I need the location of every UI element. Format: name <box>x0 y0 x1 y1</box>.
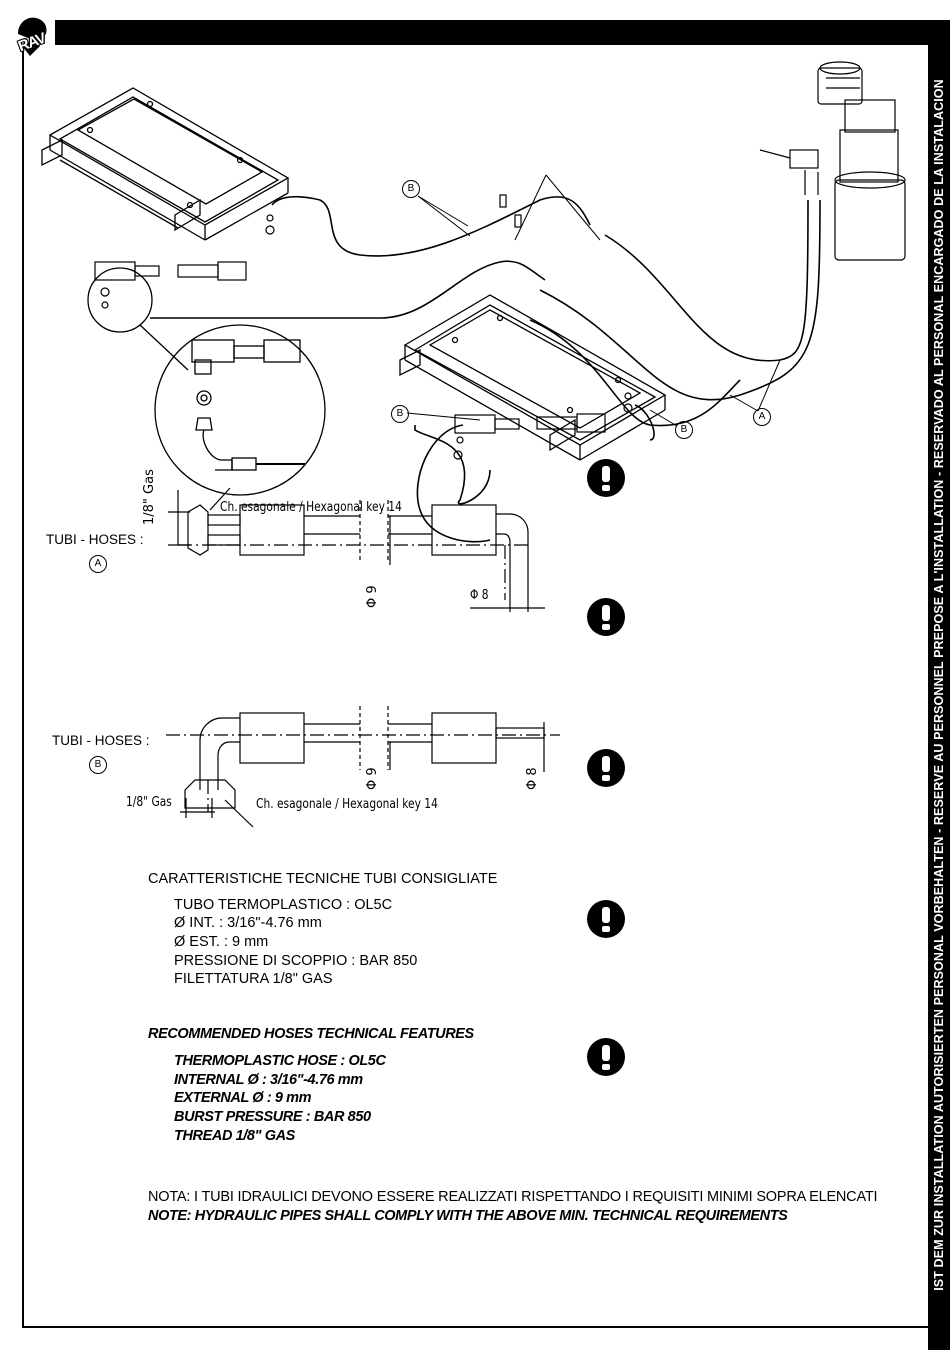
hose-b-letter: B <box>89 756 107 774</box>
frame-left-border <box>22 45 24 1328</box>
sidebar-band: IST DEM ZUR INSTALLATION AUTORISIERTEN P… <box>928 20 950 1350</box>
specs-en-title: RECOMMENDED HOSES TECHNICAL FEATURES <box>148 1026 474 1042</box>
callout-leaders <box>406 174 781 427</box>
hose-a-letter: A <box>89 555 107 573</box>
specs-en-line-4: BURST PRESSURE : BAR 850 <box>174 1109 371 1125</box>
power-unit <box>759 61 906 261</box>
warning-icon-5 <box>587 1038 625 1076</box>
header-bar <box>55 20 928 45</box>
warning-icon-1 <box>587 459 625 497</box>
specs-en-line-2: INTERNAL Ø : 3/16"-4.76 mm <box>174 1072 363 1088</box>
warning-icon-3 <box>587 749 625 787</box>
hose-b-label: TUBI - HOSES : <box>52 733 150 748</box>
callout-b-1: B <box>402 180 420 198</box>
specs-en-line-5: THREAD 1/8" GAS <box>174 1128 295 1144</box>
warning-icon-2 <box>587 598 625 636</box>
hose-b-key: Ch. esagonale / Hexagonal key 14 <box>256 797 438 812</box>
hose-a-dia-outer: Φ 9 <box>365 585 380 608</box>
hose-a-drawing <box>168 490 545 612</box>
specs-it-line-1: TUBO TERMOPLASTICO : OL5C <box>174 897 393 913</box>
installation-drawing <box>41 61 906 828</box>
hose-a-label: TUBI - HOSES : <box>46 532 144 547</box>
specs-en-line-1: THERMOPLASTIC HOSE : OL5C <box>174 1053 386 1069</box>
callout-b-3: B <box>675 421 693 439</box>
note-italian: NOTA: I TUBI IDRAULICI DEVONO ESSERE REA… <box>148 1189 878 1205</box>
left-platform <box>41 87 290 241</box>
frame-bottom-border <box>22 1326 928 1328</box>
detail-magnifier <box>87 267 326 496</box>
hose-lines <box>150 195 821 543</box>
hose-a-gas: 1/8" Gas <box>142 469 157 525</box>
specs-it-line-4: PRESSIONE DI SCOPPIO : BAR 850 <box>174 953 418 969</box>
hose-a-key: Ch. esagonale / Hexagonal key 14 <box>220 500 402 515</box>
warning-icon-4 <box>587 900 625 938</box>
specs-it-line-3: Ø EST. : 9 mm <box>174 934 269 950</box>
logo-icon <box>18 17 47 56</box>
hose-b-dia-inner: Φ 8 <box>525 767 540 790</box>
callout-a-1: A <box>753 408 771 426</box>
note-english: NOTE: HYDRAULIC PIPES SHALL COMPLY WITH … <box>148 1208 788 1224</box>
hose-a-dia-inner: Φ 8 <box>470 588 489 603</box>
specs-it-line-5: FILETTATURA 1/8" GAS <box>174 971 333 987</box>
hose-b-gas: 1/8" Gas <box>126 795 172 810</box>
specs-it-title: CARATTERISTICHE TECNICHE TUBI CONSIGLIAT… <box>148 871 498 887</box>
callout-b-2: B <box>391 405 409 423</box>
hose-b-dia-outer: Φ 9 <box>365 767 380 790</box>
fittings <box>94 194 633 460</box>
sidebar-warning-text: IST DEM ZUR INSTALLATION AUTORISIERTEN P… <box>932 79 946 1291</box>
specs-it-line-2: Ø INT. : 3/16"-4.76 mm <box>174 915 322 931</box>
specs-en-line-3: EXTERNAL Ø : 9 mm <box>174 1090 312 1106</box>
right-platform <box>399 294 667 461</box>
hose-b-drawing <box>166 487 560 828</box>
